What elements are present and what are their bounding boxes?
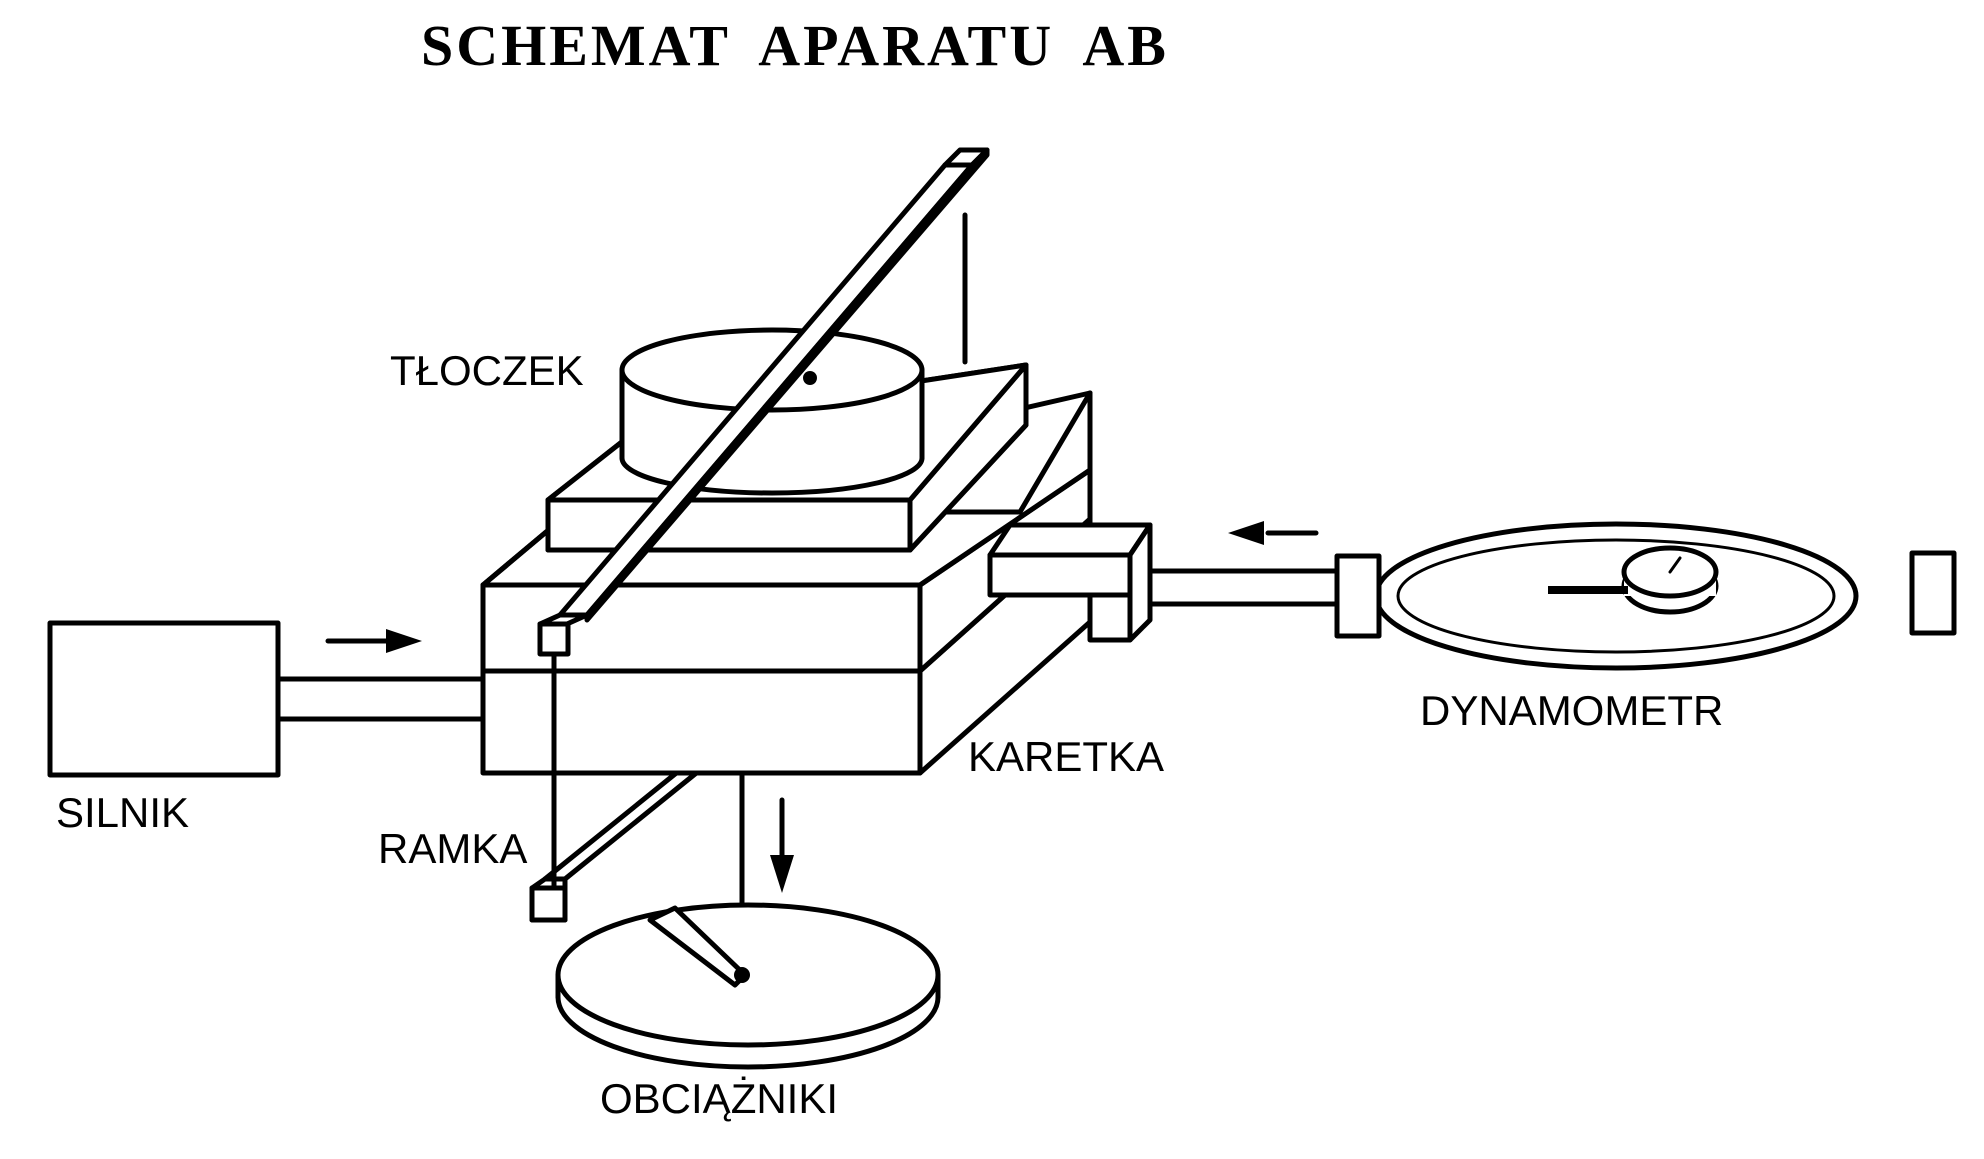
weight-disk — [555, 902, 941, 1070]
motor-shaft — [275, 676, 486, 722]
dynamometer-rod — [1147, 568, 1343, 607]
label-piston: TŁOCZEK — [390, 347, 584, 394]
dynamometer-direction-arrow — [1228, 521, 1319, 545]
diagram-title: SCHEMAT APARATU AB — [420, 13, 1169, 78]
connector-bracket — [987, 522, 1153, 643]
frame-rear-rail — [529, 767, 703, 923]
motor-direction-arrow — [325, 629, 422, 653]
load-direction-arrow — [770, 797, 794, 893]
label-motor: SILNIK — [56, 789, 190, 836]
label-frame: RAMKA — [378, 825, 528, 872]
label-dynamometer: DYNAMOMETR — [1420, 687, 1724, 734]
motor-block — [47, 620, 281, 778]
label-weights: OBCIĄŻNIKI — [600, 1075, 839, 1122]
piston — [619, 327, 925, 496]
frame-front-rail — [537, 147, 990, 657]
label-carriage: KARETKA — [968, 733, 1165, 780]
dynamometer — [1334, 521, 1957, 671]
